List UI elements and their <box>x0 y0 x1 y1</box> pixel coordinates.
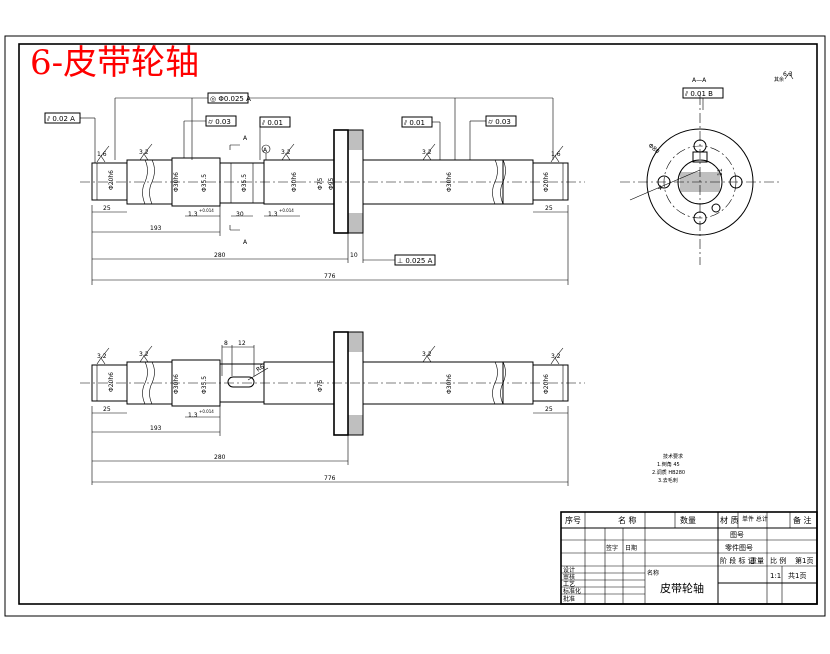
note-line: 2.调质 HB280 <box>652 469 685 476</box>
drawing-title: 6-皮带轮轴 <box>30 43 199 83</box>
dim-label: 8 <box>224 340 228 347</box>
tol-frame: ⌭ 0.03 <box>488 118 511 126</box>
dim-label: 25 <box>103 205 111 212</box>
section-mark: A <box>243 239 248 246</box>
tb-sign: 签字 <box>606 544 618 552</box>
tb-role: 设计 <box>563 566 575 574</box>
dim-tol: +0.014 <box>199 409 214 414</box>
dia-label: Φ30h6 <box>291 172 298 192</box>
roughness-label: 1.6 <box>551 151 561 158</box>
dia-label: Φ20h6 <box>543 172 550 192</box>
dim-label: 193 <box>150 425 162 432</box>
tb-scale-val: 1:1 <box>770 572 781 580</box>
roughness-label: 3.2 <box>97 353 107 360</box>
tb-material: 名称 <box>647 569 659 577</box>
note-line: 3.去毛刺 <box>658 477 678 484</box>
tol-frame: ⊥ 0.025 A <box>397 257 433 265</box>
dia-label: Φ35.5 <box>241 174 248 192</box>
tb-role: 标准化 <box>563 587 581 595</box>
tb-part-name: 皮带轮轴 <box>660 581 704 595</box>
dia-label: Φ95 <box>328 177 335 190</box>
dim-label: Φ80 <box>647 142 661 155</box>
roughness-label: 3.2 <box>139 149 149 156</box>
dim-label: 30 <box>236 211 244 218</box>
dim-label: R6 <box>255 363 266 373</box>
tb-drawing-no: 图号 <box>730 531 744 539</box>
dim-label: 11 <box>717 168 724 176</box>
dia-label: Φ30h6 <box>446 172 453 192</box>
roughness-label: 1.6 <box>97 151 107 158</box>
roughness-label: 3.2 <box>422 149 432 156</box>
tol-frame: ⫽ 0.01 <box>261 119 283 127</box>
tb-sheet: 共1页 <box>788 571 806 580</box>
section-title: A—A <box>692 77 707 84</box>
tb-scale: 比 例 <box>770 556 786 565</box>
tb-header: 单件 总计 <box>742 515 768 523</box>
dim-tol: +0.014 <box>279 208 294 213</box>
tb-role: 批准 <box>563 595 575 603</box>
dia-label: Φ75 <box>317 379 324 392</box>
dim-label: 1.3 <box>188 412 198 419</box>
dim-label: 280 <box>214 252 226 259</box>
tb-sheet-no: 第1页 <box>795 556 813 565</box>
dim-label: 25 <box>103 406 111 413</box>
tol-frame: ⫽ 0.02 A <box>46 115 75 123</box>
dia-label: Φ30h6 <box>173 374 180 394</box>
dim-label: 1.3 <box>268 211 278 218</box>
dim-label: 193 <box>150 225 162 232</box>
dim-label: 10 <box>350 252 358 259</box>
dim-label: 12 <box>238 340 246 347</box>
roughness-label: 3.2 <box>551 353 561 360</box>
dim-label: 4 <box>658 185 662 192</box>
tol-frame: ⫽ 0.01 B <box>684 90 713 98</box>
tb-header: 材 质 <box>720 515 739 525</box>
tol-frame: ⌭ 0.03 <box>208 118 231 126</box>
dim-label: 25 <box>545 205 553 212</box>
technical-notes: 技术要求 1.倒角 45 2.调质 HB280 3.去毛刺 <box>652 453 685 484</box>
tb-weight: 重量 <box>750 557 764 565</box>
tb-header: 名 称 <box>618 515 637 525</box>
note-line: 1.倒角 45 <box>657 461 680 468</box>
section-mark: A <box>243 135 248 142</box>
tol-frame: ⫽ 0.01 <box>403 119 425 127</box>
outer-border <box>4 35 826 617</box>
shaft-view-2: Φ20h6 Φ30h6 Φ35.5 Φ75 Φ30h6 Φ20h6 3.2 3.… <box>80 331 585 486</box>
dia-label: Φ30h6 <box>446 374 453 394</box>
tb-header: 数量 <box>680 515 696 525</box>
shaft-view-1: Φ20h6 Φ30h6 Φ35.5 Φ35.5 Φ30h6 Φ75 Φ95 Φ3… <box>44 92 585 285</box>
dia-label: Φ35.5 <box>201 376 208 394</box>
dim-label: 1.3 <box>188 211 198 218</box>
roughness-label: 3.2 <box>422 351 432 358</box>
tol-frame: ◎ Φ0.025 A <box>210 95 251 103</box>
notes-heading: 技术要求 <box>663 453 683 460</box>
roughness-label: 3.2 <box>281 149 291 156</box>
tb-date: 日期 <box>625 544 637 552</box>
tb-stage: 阶 段 标 记 <box>720 556 755 565</box>
section-view: A—A ⫽ 0.01 B 6.3 其余 Φ80 11 4 <box>620 71 794 265</box>
tb-role: 审核 <box>563 573 575 581</box>
dia-label: Φ75 <box>317 177 324 190</box>
inner-border <box>18 43 818 605</box>
dim-tol: +0.014 <box>199 208 214 213</box>
roughness-label: 3.2 <box>139 351 149 358</box>
tb-header: 序号 <box>565 515 581 525</box>
dia-label: Φ20h6 <box>108 372 115 392</box>
dim-label: 776 <box>324 475 336 482</box>
dia-label: Φ20h6 <box>108 170 115 190</box>
tb-header: 备 注 <box>793 515 812 525</box>
title-block: 序号 名 称 数量 材 质 单件 总计 备 注 图号 零件图号 阶 段 标 记 … <box>560 511 818 605</box>
dim-label: 25 <box>545 406 553 413</box>
dia-label: Φ35.5 <box>201 174 208 192</box>
datum-label: A <box>263 147 268 154</box>
roughness-label: 其余 <box>774 76 784 83</box>
dim-label: 280 <box>214 454 226 461</box>
tb-role: 工艺 <box>563 580 575 588</box>
dim-label: 776 <box>324 273 336 280</box>
tb-part-hdr: 零件图号 <box>725 543 753 552</box>
dia-label: Φ30h6 <box>173 172 180 192</box>
dia-label: Φ20h6 <box>543 374 550 394</box>
